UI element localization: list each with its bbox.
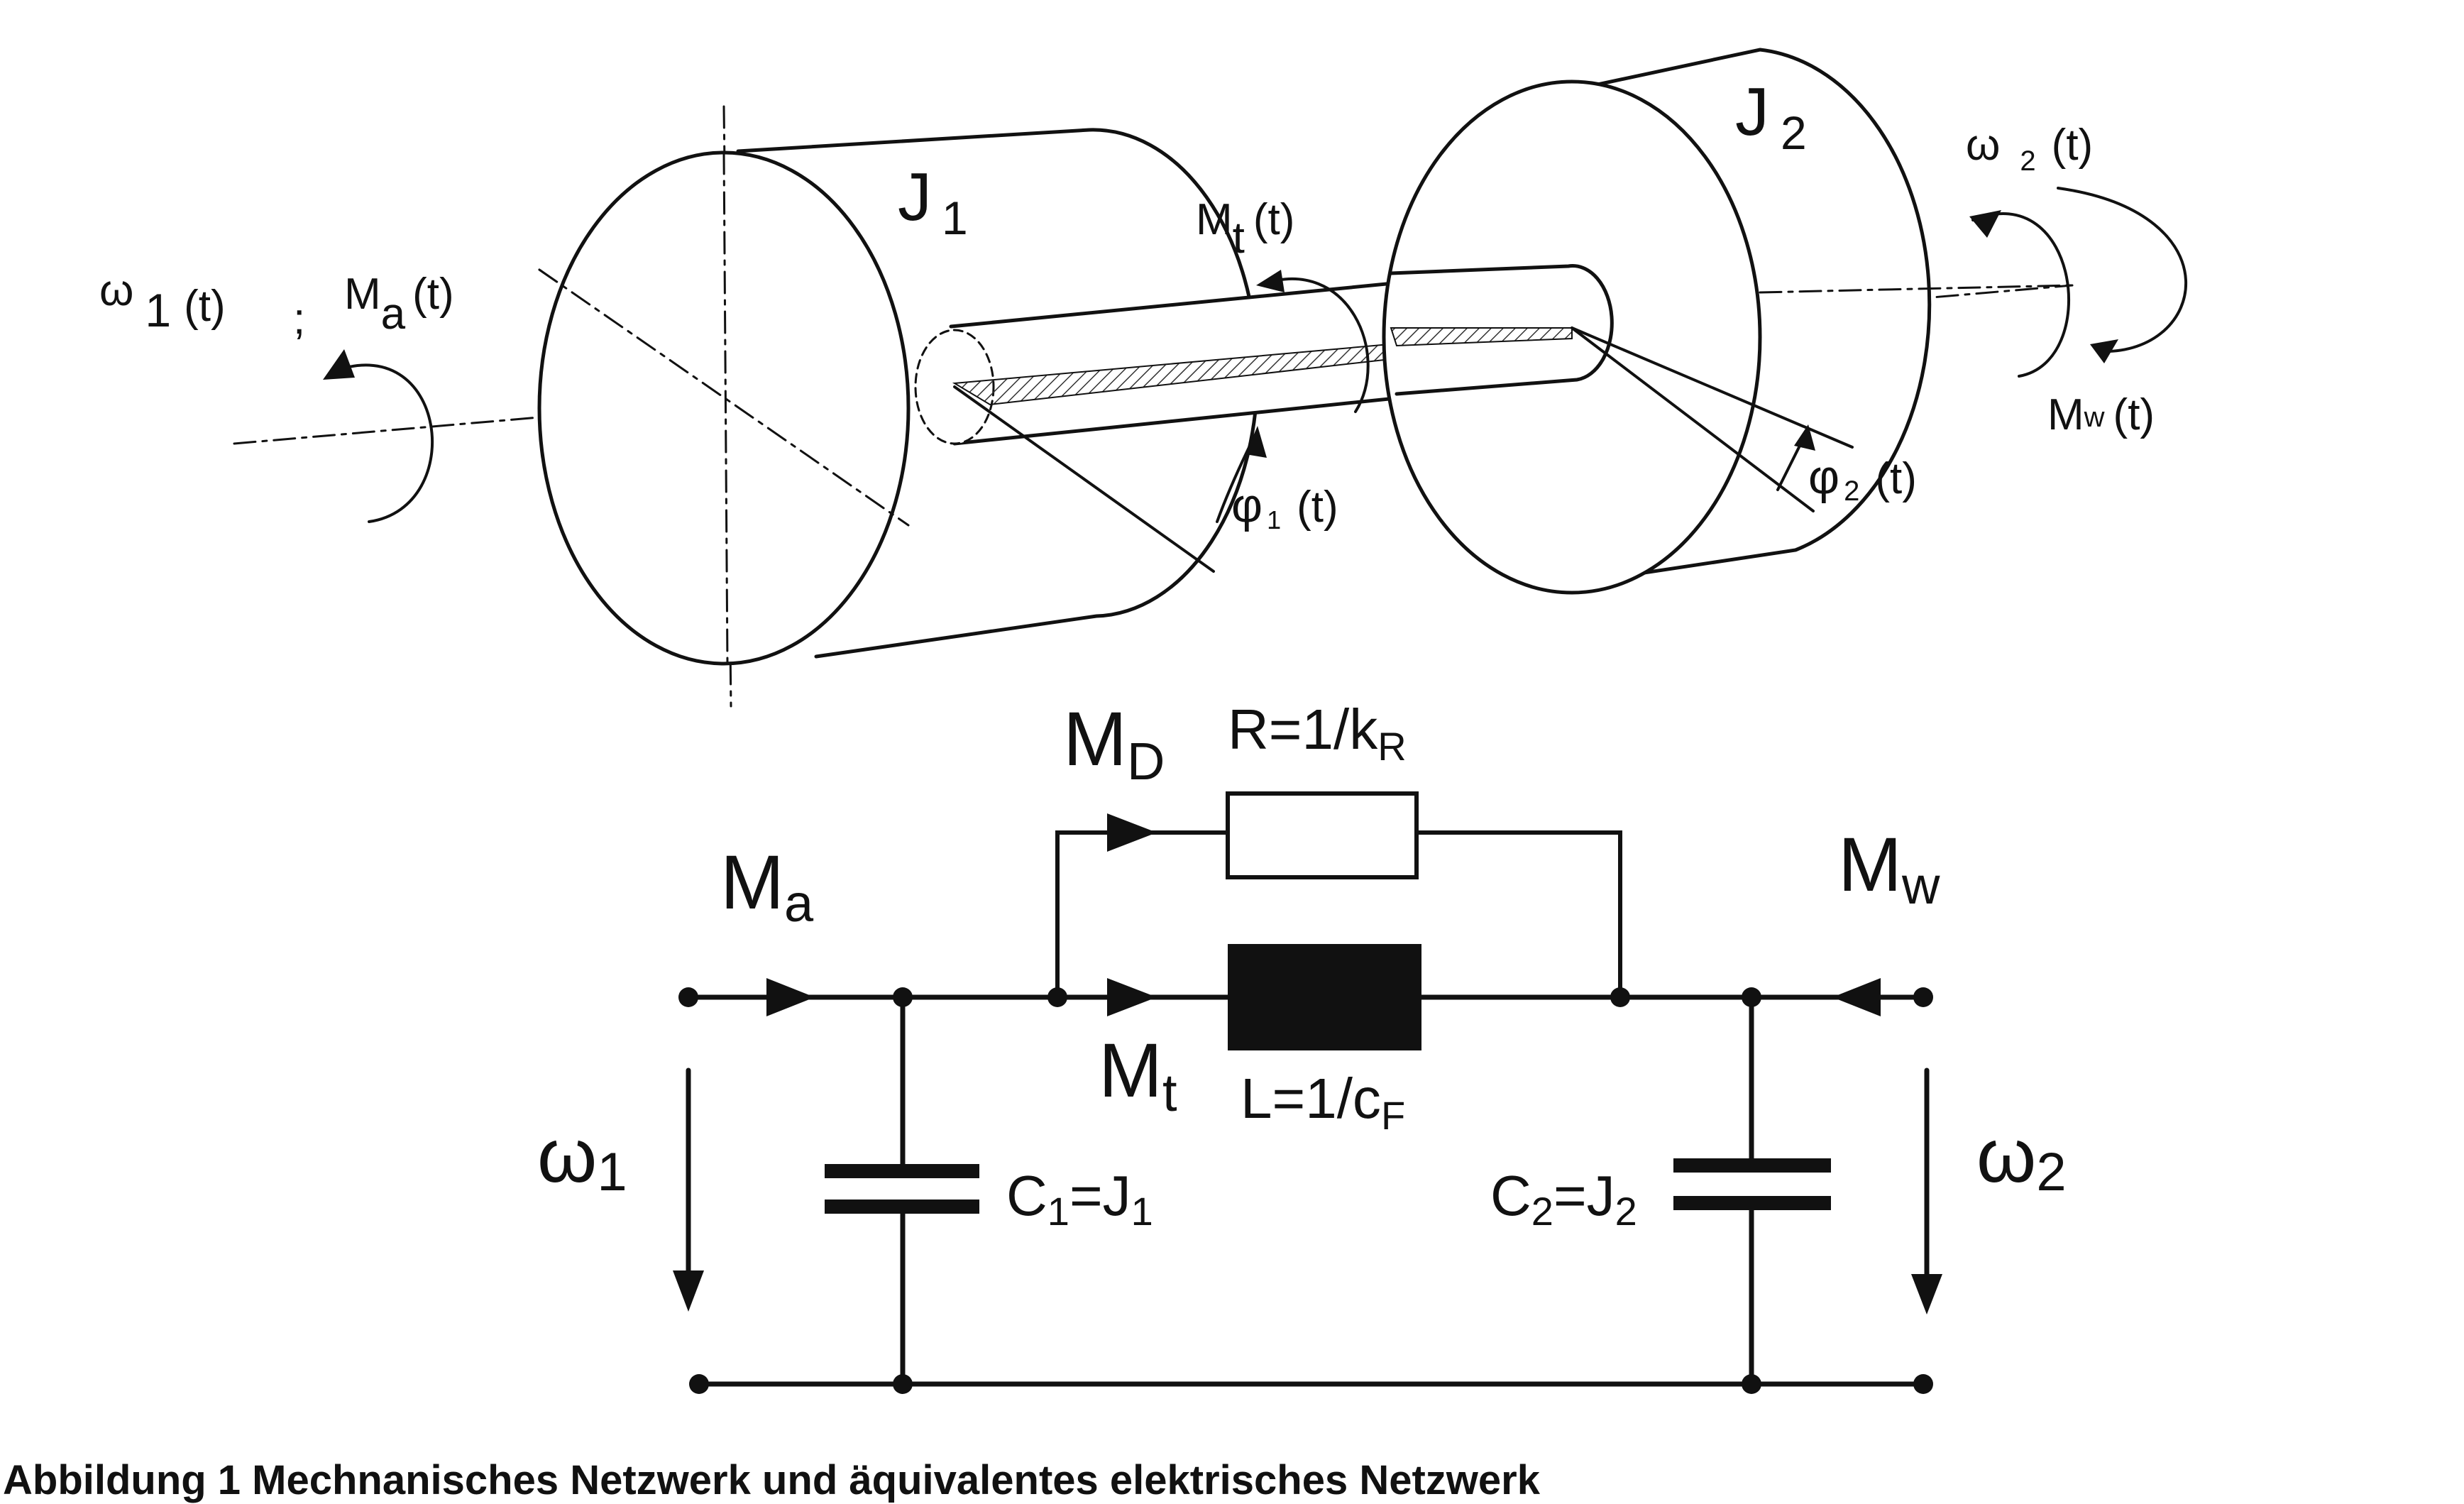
terminal-node <box>1913 987 1933 1007</box>
svg-text:R=1/kR: R=1/kR <box>1228 698 1407 769</box>
svg-text:φ1(t): φ1(t) <box>1231 478 1338 534</box>
electrical-labels: MD R=1/kR Ma Mw Mt L=1/cF ω1 ω2 C1=J1 C2… <box>537 696 2067 1234</box>
resistor-branch-wire <box>1055 830 1230 999</box>
svg-text:ω2: ω2 <box>1976 1112 2067 1202</box>
omega1-label: ω <box>537 1112 597 1198</box>
svg-text:Mw: Mw <box>1838 821 1940 915</box>
mw-current-arrow <box>1832 978 1881 1016</box>
j1-label: J <box>898 159 932 235</box>
junction-node <box>1742 1374 1761 1394</box>
mt-rotation-arrow <box>1262 278 1370 413</box>
mt-label: M <box>1099 1027 1162 1113</box>
mechanical-drawing <box>233 48 2188 708</box>
terminal-node <box>689 1374 709 1394</box>
omega1-arrow <box>673 1067 704 1312</box>
circuit-nodes <box>678 987 1933 1394</box>
resistor-label: R=1/k <box>1228 698 1378 761</box>
mw-t-label: M <box>2047 390 2084 439</box>
figure-caption: Abbildung 1 Mechnanisches Netzwerk und ä… <box>3 1457 1540 1503</box>
electrical-circuit <box>673 791 1942 1387</box>
junction-node <box>1610 987 1630 1007</box>
omega2-arrow <box>1911 1067 1942 1314</box>
svg-text:Mt(t): Mt(t) <box>1196 195 1294 263</box>
svg-text:Mw(t): Mw(t) <box>2047 390 2155 439</box>
ma-current-arrow <box>766 978 815 1016</box>
svg-text:φ2(t): φ2(t) <box>1808 450 1917 507</box>
svg-text:Mt: Mt <box>1099 1027 1177 1122</box>
junction-node <box>893 1374 913 1394</box>
svg-text:ω1(t): ω1(t) <box>99 266 226 336</box>
omega2-rotation-arrow <box>1971 212 2071 378</box>
capacitor-c2 <box>1673 1158 1831 1210</box>
current-arrows <box>766 813 1881 1016</box>
svg-text:J1: J1 <box>898 159 968 244</box>
mt-current-arrow <box>1107 978 1157 1016</box>
mw-label: M <box>1838 821 1902 907</box>
svg-text:L=1/cF: L=1/cF <box>1241 1067 1405 1138</box>
svg-text:ω1: ω1 <box>537 1112 627 1202</box>
terminal-node <box>678 987 698 1007</box>
svg-text:ω2(t): ω2(t) <box>1966 121 2093 177</box>
ma-label: M <box>720 839 784 925</box>
svg-text:Ma: Ma <box>720 839 814 933</box>
junction-node <box>1742 987 1761 1007</box>
j2-label: J <box>1735 74 1769 150</box>
omega1-t-label: ω <box>99 266 133 315</box>
mt-t-label: M <box>1196 195 1233 244</box>
terminal-node <box>1913 1374 1933 1394</box>
ma-rotation-arrow <box>329 363 434 523</box>
inductor-label: L=1/c <box>1241 1067 1381 1130</box>
svg-text:J2: J2 <box>1735 74 1807 159</box>
ma-t-label: M <box>344 270 381 319</box>
svg-text:C2=J2: C2=J2 <box>1490 1164 1637 1234</box>
svg-text:Ma(t): Ma(t) <box>344 270 454 339</box>
capacitor-c1 <box>825 1164 979 1214</box>
c2-label: C <box>1490 1164 1531 1227</box>
junction-node <box>1047 987 1067 1007</box>
c1-label: C <box>1006 1164 1047 1227</box>
disk-j2 <box>1382 48 1932 595</box>
mw-rotation-arrow <box>2057 187 2188 353</box>
omega2-label: ω <box>1976 1112 2036 1198</box>
separator-label: ; <box>293 295 305 344</box>
md-current-arrow <box>1107 813 1157 852</box>
svg-text:MD: MD <box>1063 696 1165 791</box>
phi1-t-label: φ <box>1231 478 1263 532</box>
omega2-t-label: ω <box>1966 121 2000 170</box>
svg-text:C1=J1: C1=J1 <box>1006 1164 1153 1234</box>
inductor-l <box>1228 944 1421 1050</box>
md-label: M <box>1063 696 1127 781</box>
junction-node <box>893 987 913 1007</box>
resistor-r <box>1226 791 1419 879</box>
phi2-t-label: φ <box>1808 450 1839 504</box>
